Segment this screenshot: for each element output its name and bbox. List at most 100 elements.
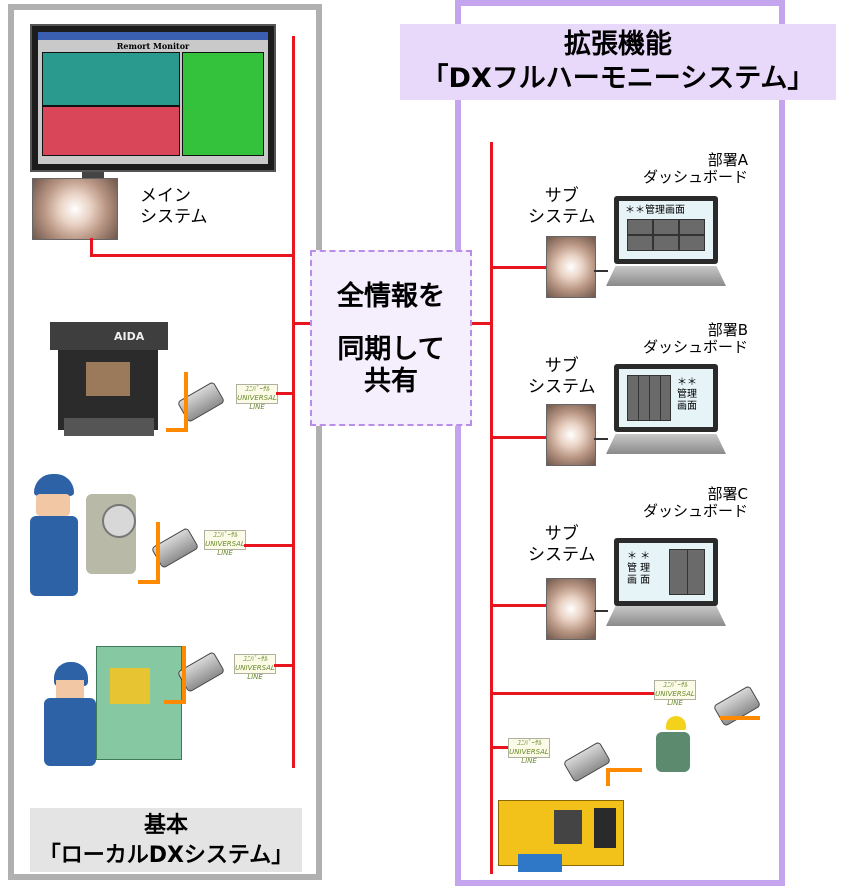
sub-b-line2: システム xyxy=(528,377,596,397)
link-line-3 xyxy=(274,664,294,667)
sub-c-line2: システム xyxy=(528,545,596,565)
monitor-panel-green xyxy=(182,52,264,156)
cnc-window xyxy=(554,810,582,844)
orange-cable-4a xyxy=(720,716,760,720)
kneeling-worker xyxy=(638,716,712,782)
subsystem-c-unit xyxy=(546,578,596,640)
laptop-c-grid xyxy=(669,549,705,595)
cnc-bin xyxy=(518,854,562,872)
sub-c-line1: サブ xyxy=(544,524,579,544)
orange-cable-3a xyxy=(182,646,186,702)
monitor-panel-teal xyxy=(42,52,180,106)
orange-cable-1b xyxy=(166,428,188,432)
orange-cable-2b xyxy=(138,580,160,584)
sync-text-line2: 同期して xyxy=(337,334,445,365)
main-link-line xyxy=(90,254,294,257)
lathe-chuck xyxy=(102,504,136,538)
main-system-unit xyxy=(32,178,118,240)
press-base xyxy=(64,418,154,436)
sync-text-line1: 全情報を xyxy=(337,281,445,312)
main-system-label-1: メイン xyxy=(140,186,191,206)
tag1-line2: UNIVERSAL LINE xyxy=(237,394,277,411)
laptop-a-cable xyxy=(594,270,608,272)
tag5-line2: UNIVERSAL LINE xyxy=(509,748,549,765)
press-machine-aida: AIDA xyxy=(50,322,168,440)
dept-b-caption: 部署B ダッシュボード xyxy=(620,322,748,356)
laptop-b-grid xyxy=(627,375,671,421)
sync-share-box: 全情報を 同期して 共有 xyxy=(310,250,472,426)
dept-b: 部署B xyxy=(707,321,748,339)
orange-cable-5b xyxy=(606,768,642,772)
tag1-line1: ﾕﾆﾊﾞｰｻﾙ xyxy=(244,385,270,393)
tag4-line1: ﾕﾆﾊﾞｰｻﾙ xyxy=(662,681,688,689)
sub-a-link xyxy=(490,266,546,269)
laptop-a-inner: ＊＊管理画面 xyxy=(619,201,713,259)
link-line-1 xyxy=(276,392,294,395)
orange-cable-1a xyxy=(184,372,188,430)
subsystem-c-label: サブ システム xyxy=(528,524,596,566)
laptop-b-text2: 管理 xyxy=(677,389,697,400)
laptop-b-cable xyxy=(594,438,608,440)
subsystem-a-label: サブ システム xyxy=(528,186,596,228)
laptop-c-cable xyxy=(594,610,608,612)
sub-a-line2: システム xyxy=(528,207,596,227)
field-link-1 xyxy=(490,692,656,695)
subsystem-b-label: サブ システム xyxy=(528,356,596,398)
tag2-line2: UNIVERSAL LINE xyxy=(205,540,245,557)
extension-title-line1: 拡張機能 xyxy=(564,29,672,60)
lathe-operator xyxy=(26,474,138,598)
laptop-b-base xyxy=(606,434,726,454)
worker2-body xyxy=(44,698,96,766)
press-brand: AIDA xyxy=(114,330,145,343)
dept-c-dashboard: ダッシュボード xyxy=(642,502,748,520)
laptop-c-inner: ＊ ＊ 管 理 画 面 xyxy=(619,543,713,601)
laptop-c-text2: 管 理 xyxy=(627,563,651,574)
dx-harmony-panel xyxy=(455,0,785,886)
cnc-machine xyxy=(498,790,624,874)
field-link-2 xyxy=(490,746,508,749)
laptop-b-text1: ＊＊ xyxy=(677,377,697,388)
laptop-c-base xyxy=(606,606,726,626)
main-system-label: メイン システム xyxy=(140,186,208,228)
basic-title-line2: 「ローカルDXシステム」 xyxy=(38,843,294,868)
press-top xyxy=(50,322,168,350)
worker3-body xyxy=(656,732,690,772)
laptop-b-screen: ＊＊ 管理 画面 xyxy=(614,364,718,432)
left-bus-line xyxy=(292,36,295,768)
dept-a-dashboard: ダッシュボード xyxy=(642,168,748,186)
monitor-panel-red xyxy=(42,106,180,156)
tag3-line2: UNIVERSAL LINE xyxy=(235,664,275,681)
local-dx-panel xyxy=(8,4,322,880)
extension-title-line2: 「DXフルハーモニーシステム」 xyxy=(421,63,815,94)
monitor-titlebar xyxy=(38,32,268,40)
orange-cable-2a xyxy=(156,522,160,582)
dept-c-caption: 部署C ダッシュボード xyxy=(620,486,748,520)
tag3-line1: ﾕﾆﾊﾞｰｻﾙ xyxy=(242,655,268,663)
worker3-helmet xyxy=(666,716,686,730)
extension-title: 拡張機能 「DXフルハーモニーシステム」 xyxy=(400,24,836,100)
laptop-a-base xyxy=(606,266,726,286)
dept-a-caption: 部署A ダッシュボード xyxy=(620,152,748,186)
laptop-c-text3: 画 面 xyxy=(627,575,651,586)
monitor-stand xyxy=(82,172,104,178)
press-operator xyxy=(38,640,182,768)
tag2-line1: ﾕﾆﾊﾞｰｻﾙ xyxy=(212,531,238,539)
main-monitor: Remort Monitor xyxy=(30,24,276,172)
worker-cap xyxy=(34,474,74,496)
main-system-label-2: システム xyxy=(140,207,208,227)
laptop-c-screen: ＊ ＊ 管 理 画 面 xyxy=(614,538,718,606)
tag4-line2: UNIVERSAL LINE xyxy=(655,690,695,707)
sync-text-line3: 共有 xyxy=(364,366,418,397)
dept-b-dashboard: ダッシュボード xyxy=(642,338,748,356)
worker2-face xyxy=(56,680,84,698)
cnc-panel xyxy=(594,808,616,848)
orange-cable-3b xyxy=(164,700,186,704)
press-die xyxy=(86,362,130,396)
monitor-screen: Remort Monitor xyxy=(38,32,268,164)
basic-title-line1: 基本 xyxy=(143,813,188,838)
sub-c-link xyxy=(490,604,546,607)
